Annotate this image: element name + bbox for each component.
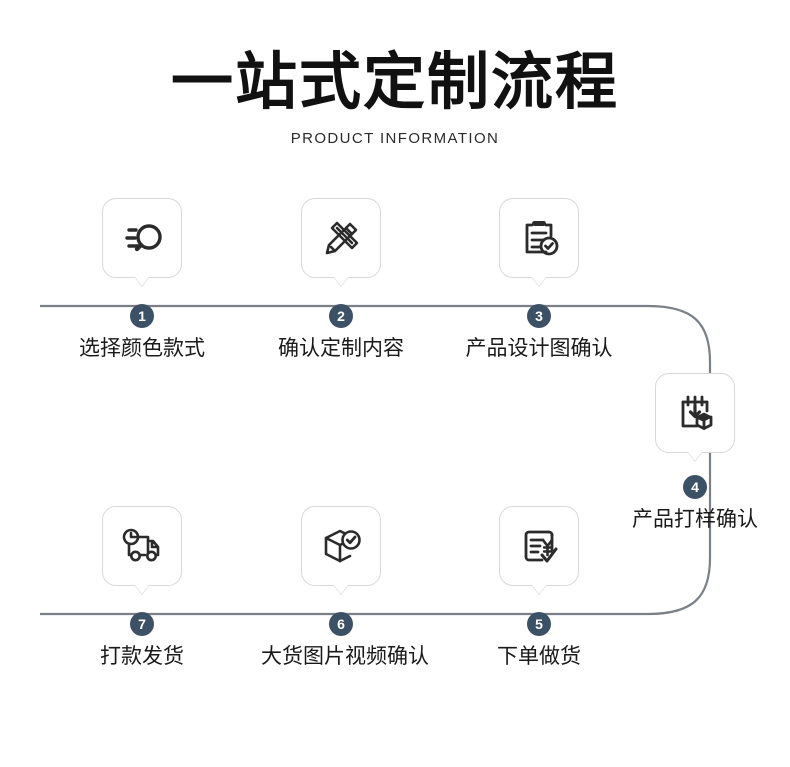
step-7-number-badge: 7 (130, 612, 154, 636)
step-6-label: 大货图片视频确认 (261, 644, 429, 668)
step-2-icon-card (301, 198, 381, 278)
step-5-number-badge: 5 (527, 612, 551, 636)
flow-step-6[interactable]: 6 大货图片视频确认 (261, 506, 429, 670)
box-check-icon (317, 522, 365, 570)
step-1-icon-card (102, 198, 182, 278)
pencil-ruler-icon (317, 214, 365, 262)
flow-step-7[interactable]: 7 打款发货 (62, 506, 222, 670)
search-chat-icon (118, 214, 166, 262)
flow-step-3[interactable]: 3 产品设计图确认 (459, 198, 619, 362)
step-1-number-badge: 1 (130, 304, 154, 328)
step-4-number-badge: 4 (683, 475, 707, 499)
flow-step-1[interactable]: 1 选择颜色款式 (62, 198, 222, 362)
clipboard-check-icon (515, 214, 563, 262)
step-2-number-badge: 2 (329, 304, 353, 328)
flow-step-5[interactable]: 5 下单做货 (459, 506, 619, 670)
invoice-yuan-check-icon (515, 522, 563, 570)
step-3-number-badge: 3 (527, 304, 551, 328)
step-4-label: 产品打样确认 (632, 507, 758, 531)
step-5-icon-card (499, 506, 579, 586)
step-3-icon-card (499, 198, 579, 278)
step-3-label: 产品设计图确认 (465, 336, 613, 360)
step-2-label: 确认定制内容 (278, 336, 404, 360)
page-title: 一站式定制流程 (170, 45, 619, 118)
step-5-label: 下单做货 (497, 644, 581, 668)
step-1-label: 选择颜色款式 (79, 336, 205, 360)
page-header: 一站式定制流程 PRODUCT INFORMATION (0, 0, 790, 148)
step-4-icon-card (655, 373, 735, 453)
truck-clock-icon (118, 522, 166, 570)
step-6-number-badge: 6 (329, 612, 353, 636)
page-subtitle: PRODUCT INFORMATION (290, 130, 500, 147)
sample-box-download-icon (671, 389, 719, 437)
flow-step-4[interactable]: 4 产品打样确认 (595, 373, 790, 533)
step-7-icon-card (102, 506, 182, 586)
step-6-icon-card (301, 506, 381, 586)
flow-step-2[interactable]: 2 确认定制内容 (261, 198, 421, 362)
step-7-label: 打款发货 (100, 644, 184, 668)
